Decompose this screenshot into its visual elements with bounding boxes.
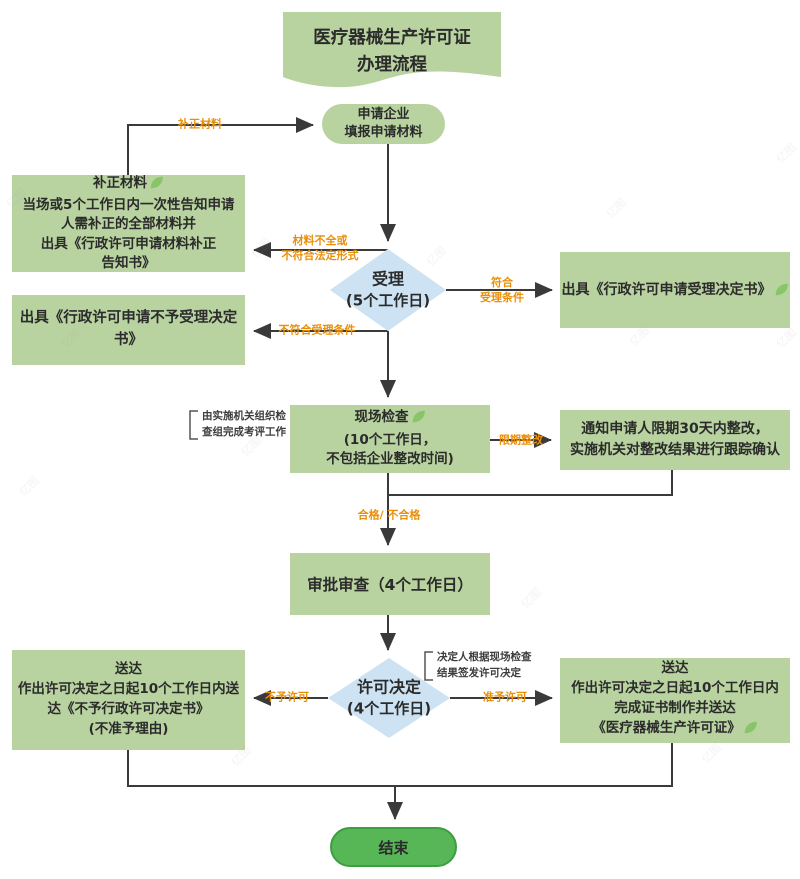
onsite-line2: 不包括企业整改时间) bbox=[326, 451, 454, 468]
onsite-title: 现场检查 bbox=[355, 408, 426, 431]
edge-supplement-to-apply bbox=[127, 117, 314, 175]
deny-line3: (不准予理由) bbox=[88, 720, 169, 737]
grant-line3: 《医疗器械生产许可证》 bbox=[592, 719, 758, 742]
label-pass-fail: 合格/ 不合格 bbox=[357, 508, 421, 522]
node-shouli: 受理 (5个工作日) bbox=[346, 268, 430, 313]
supplement-line3: 出具《行政许可申请材料补正 bbox=[40, 235, 217, 252]
banner-shape bbox=[283, 12, 501, 88]
review-text: 审批审查（4个工作日） bbox=[307, 576, 473, 594]
node-accept-decision: 出具《行政许可申请受理决定书》 bbox=[560, 252, 790, 328]
grant-line2: 完成证书制作并送达 bbox=[614, 700, 736, 716]
label-resubmit: 补正材料 bbox=[178, 117, 222, 131]
node-deny: 送达 作出许可决定之日起10个工作日内送 达《不予行政许可决定书》 (不准予理由… bbox=[12, 650, 245, 750]
reject-decision-line2: 书》 bbox=[114, 332, 143, 348]
node-rectify: 通知申请人限期30天内整改， 实施机关对整改结果进行跟踪确认 bbox=[560, 410, 790, 470]
annotation-onsite: 由实施机关组织检 查组完成考评工作 bbox=[202, 410, 286, 438]
node-end: 结束 bbox=[330, 827, 457, 867]
leaf-icon bbox=[743, 720, 758, 742]
decision-line2: (4个工作日) bbox=[346, 699, 432, 718]
label-not-meet: 不符合受理条件 bbox=[278, 323, 356, 337]
grant-title: 送达 bbox=[661, 660, 689, 677]
shouli-line2: (5个工作日) bbox=[345, 291, 431, 310]
banner-line1: 医疗器械生产许可证 bbox=[313, 28, 471, 48]
grant-line1: 作出许可决定之日起10个工作日内 bbox=[571, 680, 779, 697]
node-onsite: 现场检查 (10个工作日， 不包括企业整改时间) bbox=[290, 405, 490, 473]
decision-line1: 许可决定 bbox=[356, 677, 421, 697]
annotation-decision: 决定人根据现场检查 结果签发许可决定 bbox=[437, 651, 532, 679]
label-no-permit: 不予许可 bbox=[265, 690, 309, 704]
supplement-line4: 告知书》 bbox=[101, 254, 156, 271]
leaf-icon bbox=[774, 282, 789, 301]
shouli-line1: 受理 bbox=[371, 269, 404, 289]
edge-rectify-feedback bbox=[389, 470, 673, 496]
onsite-line1: (10个工作日， bbox=[343, 431, 437, 448]
leaf-icon bbox=[149, 175, 164, 196]
leaf-icon bbox=[411, 409, 426, 431]
node-apply: 申请企业 填报申请材料 bbox=[322, 104, 445, 144]
node-review: 审批审查（4个工作日） bbox=[290, 553, 490, 615]
node-supplement: 补正材料 当场或5个工作日内一次性告知申请 人需补正的全部材料并 出具《行政许可… bbox=[12, 175, 245, 272]
node-grant: 送达 作出许可决定之日起10个工作日内 完成证书制作并送达 《医疗器械生产许可证… bbox=[560, 658, 790, 743]
deny-title: 送达 bbox=[115, 661, 142, 678]
edge-grant-to-join bbox=[395, 743, 673, 787]
accept-decision-text: 出具《行政许可申请受理决定书》 bbox=[562, 279, 789, 301]
apply-line2: 填报申请材料 bbox=[344, 125, 423, 140]
apply-line1: 申请企业 bbox=[357, 106, 410, 122]
supplement-line2: 人需补正的全部材料并 bbox=[61, 216, 196, 233]
shouli-diamond-shape bbox=[330, 249, 446, 331]
title-banner: 医疗器械生产许可证 办理流程 bbox=[283, 12, 501, 94]
node-reject-decision: 出具《行政许可申请不予受理决定 书》 bbox=[12, 295, 245, 365]
label-meet: 符合 受理条件 bbox=[480, 276, 524, 304]
deny-line1: 作出许可决定之日起10个工作日内送 bbox=[17, 681, 240, 698]
edge-deny-to-join bbox=[127, 750, 395, 787]
bracket-decision-annotation bbox=[424, 651, 433, 681]
label-deadline-rectify: 限期整改 bbox=[499, 433, 543, 447]
banner-line2: 办理流程 bbox=[357, 55, 427, 76]
rectify-line1: 通知申请人限期30天内整改， bbox=[581, 421, 769, 437]
supplement-title: 补正材料 bbox=[93, 174, 164, 196]
reject-decision-line1: 出具《行政许可申请不予受理决定 bbox=[19, 310, 238, 327]
supplement-line1: 当场或5个工作日内一次性告知申请 bbox=[22, 197, 235, 214]
end-text: 结束 bbox=[378, 838, 409, 857]
deny-line2: 达《不予行政许可决定书》 bbox=[47, 701, 210, 717]
label-incomplete: 材料不全或 不符合法定形式 bbox=[281, 234, 359, 262]
bracket-onsite-annotation bbox=[189, 410, 198, 440]
rectify-line2: 实施机关对整改结果进行跟踪确认 bbox=[570, 442, 780, 458]
label-permit: 准予许可 bbox=[483, 690, 527, 704]
decision-diamond-shape bbox=[328, 658, 450, 738]
node-decision: 许可决定 (4个工作日) bbox=[347, 676, 431, 721]
